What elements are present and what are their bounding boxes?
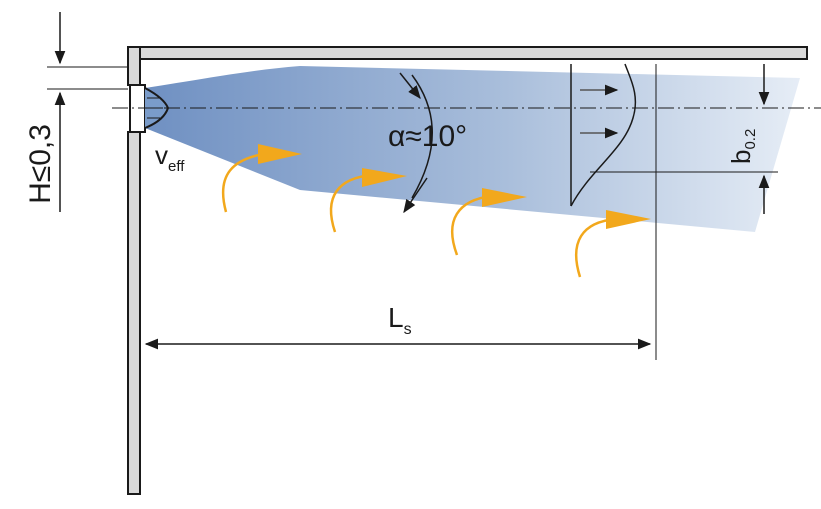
profile-curve <box>570 63 637 207</box>
angle-indicator <box>399 72 433 214</box>
height-label: H≤0,3 <box>24 124 57 204</box>
velocity-symbol: v <box>155 140 168 170</box>
ceiling <box>127 46 808 60</box>
velocity-profile <box>570 63 637 207</box>
width-label: b0.2 <box>726 129 759 164</box>
induced-air-arrow-1 <box>221 144 302 213</box>
width-dimension <box>590 64 778 214</box>
angle-label: α≈10° <box>388 120 467 153</box>
width-subscript: 0.2 <box>742 129 759 150</box>
velocity-subscript: eff <box>168 158 185 175</box>
side-wall-upper <box>127 46 141 86</box>
length-dimension <box>144 64 657 360</box>
side-wall-lower <box>127 131 141 495</box>
induced-air-arrow-2 <box>329 168 407 233</box>
height-dimension <box>47 12 128 212</box>
induced-air-arrow-3 <box>451 188 527 256</box>
induced-air-arrow-4 <box>575 210 651 278</box>
length-subscript: s <box>404 321 412 338</box>
length-label: Ls <box>388 302 412 338</box>
induced-air-arrows <box>221 144 651 278</box>
velocity-label: veff <box>155 140 185 175</box>
length-symbol: L <box>388 302 404 333</box>
air-jet <box>145 66 800 232</box>
room-walls <box>127 46 808 495</box>
width-symbol: b <box>726 150 756 164</box>
